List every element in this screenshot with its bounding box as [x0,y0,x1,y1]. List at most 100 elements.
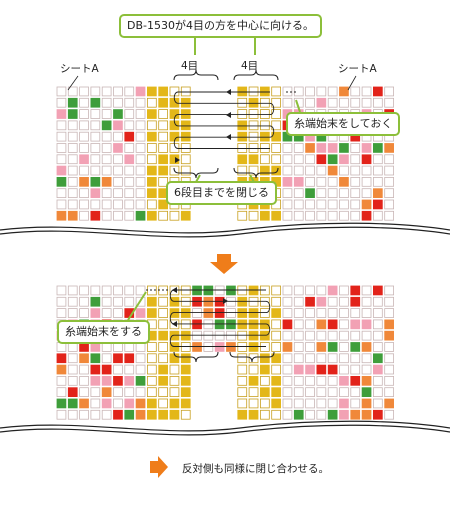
knit-cell [90,398,101,409]
knit-cell [113,188,123,198]
knit-cell [90,353,101,364]
group-brace-right [233,69,279,81]
knit-cell [372,308,383,318]
knit-cell [339,364,349,375]
knit-cell [113,143,123,153]
knit-cell [158,330,168,341]
knit-cell [259,120,270,131]
knit-cell [316,319,327,330]
panel1-stitch-paths [67,36,357,183]
knit-cell [158,308,168,318]
knit-cell [384,176,395,187]
knit-cell [350,188,361,198]
knit-cell [113,176,123,187]
knit-cell [56,143,67,153]
knit-cell [124,210,135,221]
knit-cell [158,375,168,386]
knit-cell [327,364,338,375]
knit-cell [135,131,146,142]
knit-cell [271,330,282,341]
knit-cell [350,319,361,330]
knit-cell [384,308,395,318]
knit-cell [305,353,315,364]
right-arrow-shape [150,456,168,478]
knit-cell [101,109,112,119]
knit-cell [79,353,89,364]
knit-cell [237,375,248,386]
knit-cell [350,143,361,153]
knit-cell [259,154,270,165]
knit-cell [146,409,157,420]
knit-cell [271,143,282,153]
knit-cell [282,143,293,153]
knit-cell [316,143,327,153]
knit-cell [282,308,293,318]
knit-cell [146,131,157,142]
knit-cell [124,296,135,307]
knit-cell [350,364,361,375]
knit-cell [158,409,168,420]
knit-cell [293,364,304,375]
knit-cell [79,364,89,375]
knit-cell [361,176,372,187]
callout-pointer [295,99,301,113]
knit-cell [101,353,112,364]
knit-cell [271,398,282,409]
knit-cell [350,97,361,108]
knit-cell [135,285,146,296]
knit-cell [350,176,361,187]
knit-cell [327,165,338,176]
knit-cell [305,210,315,221]
knit-cell [180,120,191,131]
knit-cell [169,387,180,398]
callout-pointer [249,174,255,183]
knit-cell [169,409,180,420]
knit-cell [237,143,248,153]
knit-cell [305,319,315,330]
knit-cell [339,86,349,97]
sheet-a-left-label: シートA [60,63,99,75]
knit-cell [339,199,349,210]
sheet-a-right-label: シートA [338,63,377,75]
knit-cell [67,308,78,318]
knit-cell [135,308,146,318]
knit-cell [327,342,338,352]
knit-cell [67,398,78,409]
knit-cell [339,398,349,409]
knit-cell [282,154,293,165]
knit-cell [327,199,338,210]
knit-cell [259,375,270,386]
knit-cell [113,398,123,409]
knit-cell [327,308,338,318]
knit-cell [101,375,112,386]
knit-cell [101,97,112,108]
knit-cell [146,308,157,318]
knit-cell [248,165,259,176]
knit-cell [305,409,315,420]
knit-cell [56,199,67,210]
callout-pointer [127,291,147,321]
knit-cell [327,97,338,108]
knit-cell [372,176,383,187]
knit-cell [316,154,327,165]
knit-cell [56,387,67,398]
knit-cell [248,398,259,409]
knit-cell [146,398,157,409]
knit-cell [305,199,315,210]
knit-cell [339,308,349,318]
knit-cell [305,97,315,108]
down-arrow-shape [210,254,238,274]
knit-cell [384,165,395,176]
knit-cell [67,176,78,187]
knit-cell [135,165,146,176]
knit-cell [293,409,304,420]
callout-pointer [195,174,201,183]
knit-cell [67,120,78,131]
knit-cell [135,375,146,386]
knit-cell [113,285,123,296]
knit-cell [113,364,123,375]
knit-cell [305,143,315,153]
knit-cell [180,109,191,119]
knit-cell [124,188,135,198]
knit-cell [372,342,383,352]
